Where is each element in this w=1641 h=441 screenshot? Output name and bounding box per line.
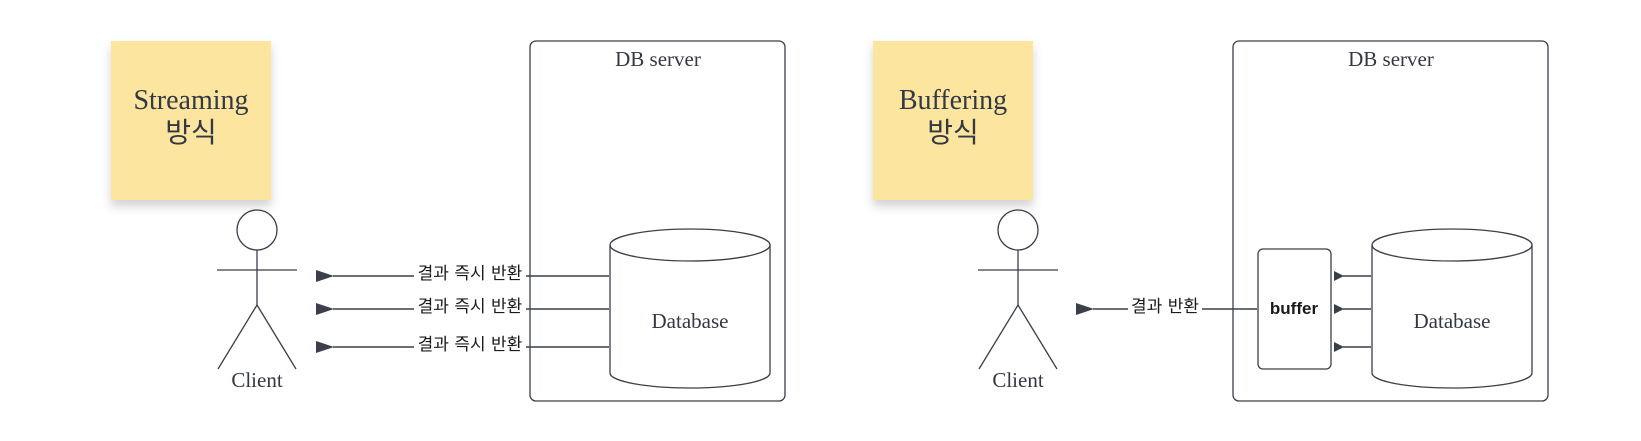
buffering-client-label: Client <box>992 368 1043 392</box>
streaming-note-subtitle: 방식 <box>165 118 217 149</box>
buffering-client-head <box>997 209 1039 251</box>
buffering-buffer[interactable]: buffer <box>1257 248 1332 370</box>
streaming-client-label: Client <box>231 368 282 392</box>
streaming-db-server[interactable]: DB server <box>529 40 786 402</box>
streaming-arrow-1-label: 결과 즉시 반환 <box>418 264 523 284</box>
streaming-arrow-2-label: 결과 즉시 반환 <box>418 297 523 317</box>
streaming-client-head <box>236 209 278 251</box>
buffering-database[interactable]: Database <box>1371 228 1533 389</box>
streaming-client-right-leg <box>256 304 297 370</box>
streaming-database-label: Database <box>652 309 729 333</box>
streaming-section: Streaming 방식 DB server Database 결과 즉시 반환… <box>111 40 786 402</box>
streaming-db-server-box <box>529 40 786 402</box>
buffering-client-actor[interactable]: Client <box>978 209 1058 392</box>
streaming-arrow-2[interactable]: 결과 즉시 반환 <box>316 295 609 317</box>
streaming-arrow-2-label-bg <box>414 295 526 317</box>
streaming-note-background <box>111 41 271 200</box>
buffering-note[interactable]: Buffering 방식 <box>873 41 1033 200</box>
buffering-db-server-title: DB server <box>1348 47 1434 71</box>
streaming-note[interactable]: Streaming 방식 <box>111 41 271 200</box>
buffering-db-to-buffer-arrows <box>1334 271 1371 352</box>
buffering-arrow-label-bg <box>1128 295 1202 317</box>
streaming-arrow-3-label-bg <box>414 333 526 355</box>
streaming-database[interactable]: Database <box>609 228 771 389</box>
buffering-database-label: Database <box>1414 309 1491 333</box>
buffering-arrow-label: 결과 반환 <box>1131 297 1199 317</box>
buffering-note-title: Buffering <box>899 85 1007 116</box>
buffering-note-background <box>873 41 1033 200</box>
buffering-note-subtitle: 방식 <box>927 118 979 149</box>
buffering-database-body <box>1371 245 1533 389</box>
streaming-db-server-title: DB server <box>615 47 701 71</box>
streaming-arrow-1-label-bg <box>414 262 526 284</box>
streaming-arrow-3-label: 결과 즉시 반환 <box>418 335 523 355</box>
streaming-database-top <box>609 228 771 262</box>
streaming-client-left-leg <box>217 304 258 370</box>
buffering-buffer-label: buffer <box>1270 299 1319 318</box>
buffering-db-server-box <box>1232 40 1549 402</box>
streaming-note-title: Streaming <box>133 85 248 116</box>
streaming-arrow-1[interactable]: 결과 즉시 반환 <box>316 262 609 284</box>
streaming-database-body <box>609 245 771 389</box>
buffering-client-right-leg <box>1017 304 1058 370</box>
streaming-arrow-3[interactable]: 결과 즉시 반환 <box>316 333 609 355</box>
buffering-buffer-box <box>1257 248 1332 370</box>
streaming-client-actor[interactable]: Client <box>217 209 297 392</box>
buffering-database-top <box>1371 228 1533 262</box>
buffering-client-left-leg <box>978 304 1019 370</box>
buffering-db-server[interactable]: DB server <box>1232 40 1549 402</box>
buffering-arrow[interactable]: 결과 반환 <box>1076 295 1257 317</box>
buffering-section: Buffering 방식 DB server buffer Database <box>873 40 1549 402</box>
